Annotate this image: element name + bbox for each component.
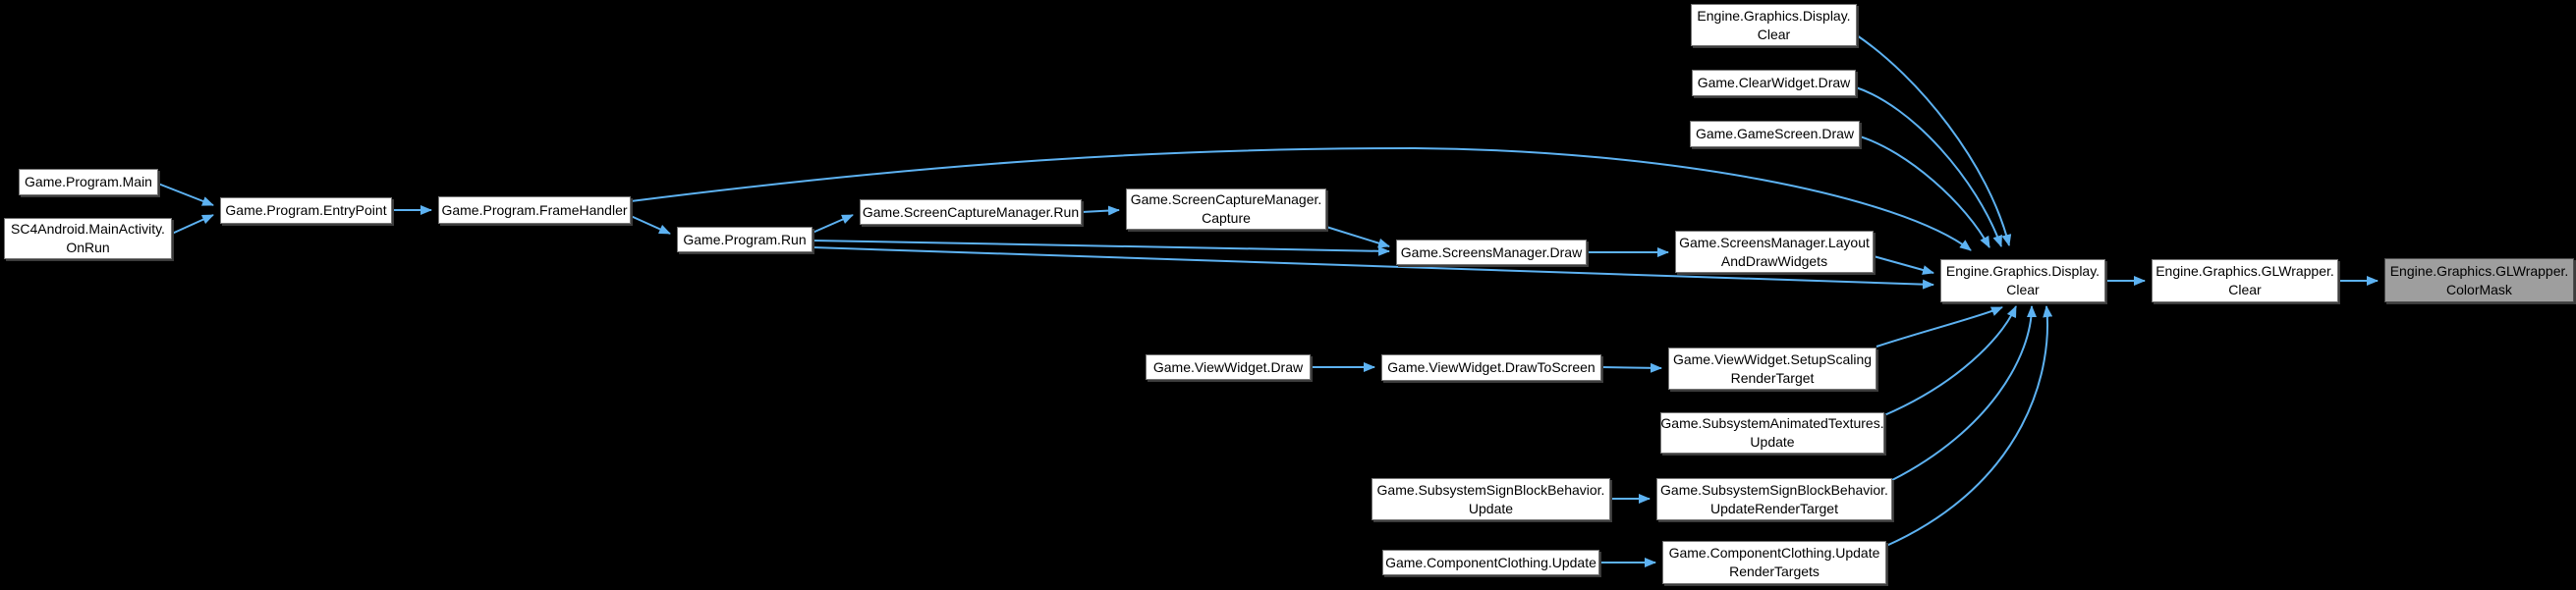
node-program-main[interactable]: Game.Program.Main [19,169,158,195]
node-gamescreen-draw[interactable]: Game.GameScreen.Draw [1690,121,1860,147]
node-program-entrypoint[interactable]: Game.Program.EntryPoint [220,197,392,224]
node-subsystemanimatedtextures-update[interactable]: Game.SubsystemAnimatedTextures. Update [1660,412,1884,454]
node-componentclothing-updaterendertargets[interactable]: Game.ComponentClothing.Update RenderTarg… [1662,541,1886,584]
node-screencapturemanager-run[interactable]: Game.ScreenCaptureManager.Run [860,199,1082,225]
node-display-clear-overload[interactable]: Engine.Graphics.Display. Clear [1691,4,1857,46]
edge-program-run-to-screensmanager-draw [812,240,1390,256]
edge-screencapturemanager-capture-to-screensmanager-draw [1325,226,1390,248]
edge-componentclothing-updaterendertargets-to-display-clear [1885,305,2053,547]
edge-program-framehandler-to-program-run [630,215,671,235]
node-program-run[interactable]: Game.Program.Run [677,227,812,252]
edge-viewwidget-drawtoscreen-to-viewwidget-setupscalingrendertarget [1600,362,1662,373]
node-screencapturemanager-capture[interactable]: Game.ScreenCaptureManager. Capture [1126,188,1326,230]
edge-screensmanager-layoutanddrawwidgets-to-display-clear [1873,255,1934,275]
edge-gamescreen-draw-to-display-clear [1859,135,1990,248]
node-program-framehandler[interactable]: Game.Program.FrameHandler [438,196,631,224]
edge-program-framehandler-to-display-clear [630,146,1972,251]
node-subsystemsignblockbehavior-updaterendertarget[interactable]: Game.SubsystemSignBlockBehavior. UpdateR… [1656,478,1892,520]
node-clearwidget-draw[interactable]: Game.ClearWidget.Draw [1692,70,1856,96]
edge-display-clear-overload-to-display-clear [1856,34,2012,246]
node-subsystemsignblockbehavior-update[interactable]: Game.SubsystemSignBlockBehavior. Update [1372,478,1610,520]
node-screensmanager-layoutanddrawwidgets[interactable]: Game.ScreensManager.Layout AndDrawWidget… [1675,231,1874,273]
node-mainactivity-onrun[interactable]: SC4Android.MainActivity. OnRun [4,218,172,259]
node-viewwidget-drawtoscreen[interactable]: Game.ViewWidget.DrawToScreen [1381,354,1601,381]
edge-screencapturemanager-run-to-screencapturemanager-capture [1081,205,1120,216]
node-glwrapper-colormask: Engine.Graphics.GLWrapper. ColorMask [2384,258,2574,302]
edge-program-main-to-program-entrypoint [157,183,214,206]
node-display-clear[interactable]: Engine.Graphics.Display. Clear [1940,259,2105,302]
edge-subsystemanimatedtextures-update-to-display-clear [1883,305,2017,416]
node-viewwidget-setupscalingrendertarget[interactable]: Game.ViewWidget.SetupScaling RenderTarge… [1668,348,1876,390]
edge-program-run-to-display-clear [812,246,1934,290]
edge-subsystemsignblockbehavior-updaterendertarget-to-display-clear [1891,305,2037,481]
edge-viewwidget-setupscalingrendertarget-to-display-clear [1876,306,2003,348]
node-glwrapper-clear[interactable]: Engine.Graphics.GLWrapper. Clear [2152,259,2338,302]
edge-program-run-to-screencapturemanager-run [812,214,854,234]
node-screensmanager-draw[interactable]: Game.ScreensManager.Draw [1396,240,1587,265]
edge-clearwidget-draw-to-display-clear [1855,86,2002,247]
edge-mainactivity-onrun-to-program-entrypoint [171,214,214,235]
node-componentclothing-update[interactable]: Game.ComponentClothing.Update [1382,550,1599,575]
node-viewwidget-draw[interactable]: Game.ViewWidget.Draw [1146,354,1311,380]
